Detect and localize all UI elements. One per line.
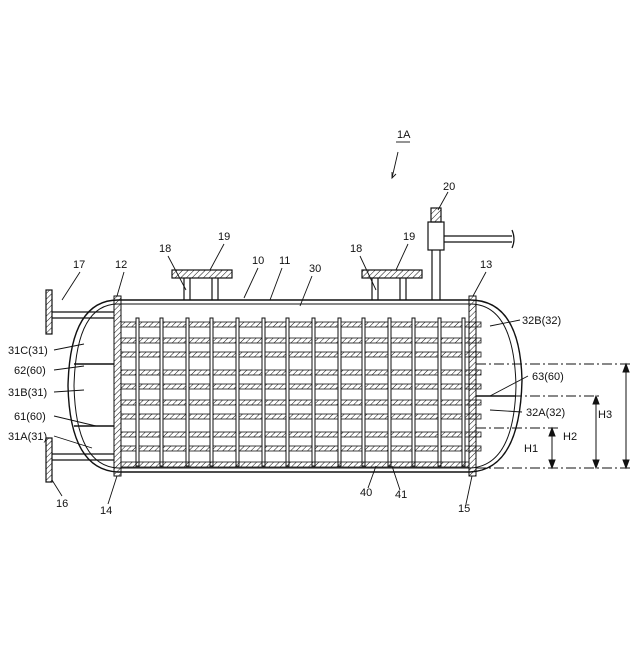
- baffle-plate-5: [236, 318, 239, 466]
- tube-row-9: [121, 446, 481, 451]
- bottom-baffle: [121, 462, 469, 467]
- tube-row-8: [121, 432, 481, 437]
- label-nozzle-left: 18: [159, 243, 171, 255]
- nozzle-left: [172, 270, 232, 300]
- label-bottom-left-pipe: 16: [56, 498, 68, 510]
- label-nozzle-right: 18: [350, 243, 362, 255]
- label-bottom-tubesheet-right: 15: [458, 503, 470, 515]
- tube-row-2: [121, 338, 481, 343]
- baffle-plate-9: [338, 318, 341, 466]
- label-baffle-tube: 41: [395, 489, 407, 501]
- baffle-plate-4: [210, 318, 213, 466]
- label-height-h2: H2: [563, 431, 577, 443]
- label-right-tubesheet: 13: [480, 259, 492, 271]
- label-pass-31c: 31C(31): [8, 345, 48, 357]
- label-pipe-top: 20: [443, 181, 455, 193]
- baffle-plate-10: [362, 318, 365, 466]
- label-part-62: 62(60): [14, 365, 46, 377]
- label-flange-left: 19: [218, 231, 230, 243]
- valve-pipe: [428, 208, 514, 300]
- tube-row-4: [121, 370, 481, 375]
- baffle-plate-3: [186, 318, 189, 466]
- left-tubesheet: [114, 296, 121, 476]
- baffle-plate-14: [462, 318, 465, 466]
- label-tube-bundle: 30: [309, 263, 321, 275]
- label-part-61: 61(60): [14, 411, 46, 423]
- tube-row-1: [121, 322, 481, 327]
- label-flange-right: 19: [403, 231, 415, 243]
- tube-row-7: [121, 414, 481, 419]
- baffle-plate-13: [438, 318, 441, 466]
- nozzle-right: [362, 270, 422, 300]
- baffle-plate-12: [412, 318, 415, 466]
- label-pass-32a: 32A(32): [526, 407, 565, 419]
- tube-row-3: [121, 352, 481, 357]
- label-height-h3: H3: [598, 409, 612, 421]
- label-left-pipe: 17: [73, 259, 85, 271]
- label-height-h1: H1: [524, 443, 538, 455]
- tube-row-5: [121, 384, 481, 389]
- label-main: 1A: [397, 129, 411, 141]
- tube-rows: [121, 322, 481, 451]
- baffle-plate-6: [262, 318, 265, 466]
- baffle-plate-2: [160, 318, 163, 466]
- label-baffle: 40: [360, 487, 372, 499]
- baffle-plate-8: [312, 318, 315, 466]
- label-pass-32b: 32B(32): [522, 315, 561, 327]
- left-pipe-17: [46, 290, 114, 334]
- baffle-plate-11: [388, 318, 391, 466]
- label-left-tubesheet: 12: [115, 259, 127, 271]
- label-shell-body: 11: [279, 255, 290, 267]
- label-part-63: 63(60): [532, 371, 564, 383]
- label-pass-31b: 31B(31): [8, 387, 47, 399]
- label-pass-31a: 31A(31): [8, 431, 47, 443]
- baffle-plate-1: [136, 318, 139, 466]
- tube-row-6: [121, 400, 481, 405]
- label-shell: 10: [252, 255, 264, 267]
- baffle-plate-7: [286, 318, 289, 466]
- label-bottom-tubesheet-left: 14: [100, 505, 112, 517]
